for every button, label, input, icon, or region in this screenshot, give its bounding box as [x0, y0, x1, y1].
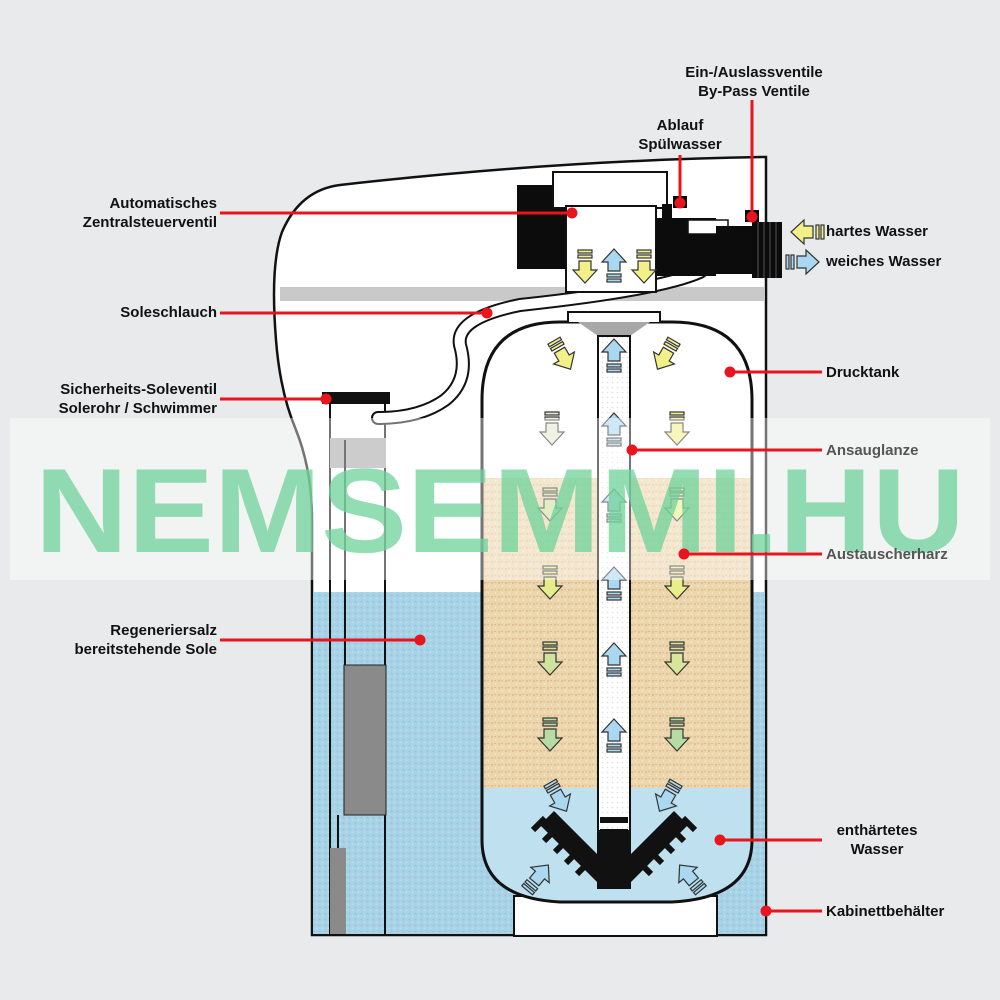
label-zentralsteuerventil: Zentralsteuerventil	[82, 214, 217, 231]
pressure-tank	[480, 311, 754, 937]
label-austauscherharz: Austauscherharz	[826, 546, 948, 563]
label-drain: Ablauf Spülwasser	[620, 116, 740, 154]
watermark-band	[10, 418, 990, 580]
label-ansauglanze: Ansauglanze	[826, 442, 919, 459]
label-ein-auslass: Ein-/Auslassventile	[685, 64, 823, 81]
watermark: NEMSEMMI.HU	[35, 444, 965, 578]
label-sicherheits-soleventil: Sicherheits-Soleventil	[60, 381, 217, 398]
arrow-right-icon	[785, 249, 820, 275]
label-regeneration-salt: Regeneriersalz bereitstehende Sole	[10, 621, 217, 659]
leader-lines	[220, 100, 822, 917]
label-solerohr: Solerohr / Schwimmer	[58, 400, 217, 417]
control-valve	[517, 171, 782, 293]
label-drucktank: Drucktank	[826, 364, 900, 381]
label-ablauf: Ablauf	[656, 117, 704, 134]
label-enthaertetes: enthärtetes	[836, 822, 918, 839]
label-regeneriersalz: Regeneriersalz	[110, 622, 217, 639]
label-hartes-wasser: hartes Wasser	[826, 223, 928, 240]
label-automatisches: Automatisches	[109, 195, 217, 212]
label-bypass: By-Pass Ventile	[698, 83, 810, 100]
brine-well	[322, 392, 390, 935]
label-wasser: Wasser	[850, 841, 904, 858]
label-kabinettbehaelter: Kabinettbehälter	[826, 903, 945, 920]
label-inlet-outlet-valves: Ein-/Auslassventile By-Pass Ventile	[660, 63, 848, 101]
label-control-valve: Automatisches Zentralsteuerventil	[10, 194, 217, 232]
label-sole: bereitstehende Sole	[74, 641, 217, 658]
bottom-distributor	[530, 811, 698, 888]
label-safety-brine-valve: Sicherheits-Soleventil Solerohr / Schwim…	[10, 380, 217, 418]
label-spuelwasser: Spülwasser	[638, 136, 722, 153]
label-softened-water: enthärtetes Wasser	[812, 821, 942, 859]
label-soleschlauch: Soleschlauch	[120, 304, 217, 321]
arrow-left-icon	[790, 219, 825, 245]
label-weiches-wasser: weiches Wasser	[826, 253, 942, 270]
